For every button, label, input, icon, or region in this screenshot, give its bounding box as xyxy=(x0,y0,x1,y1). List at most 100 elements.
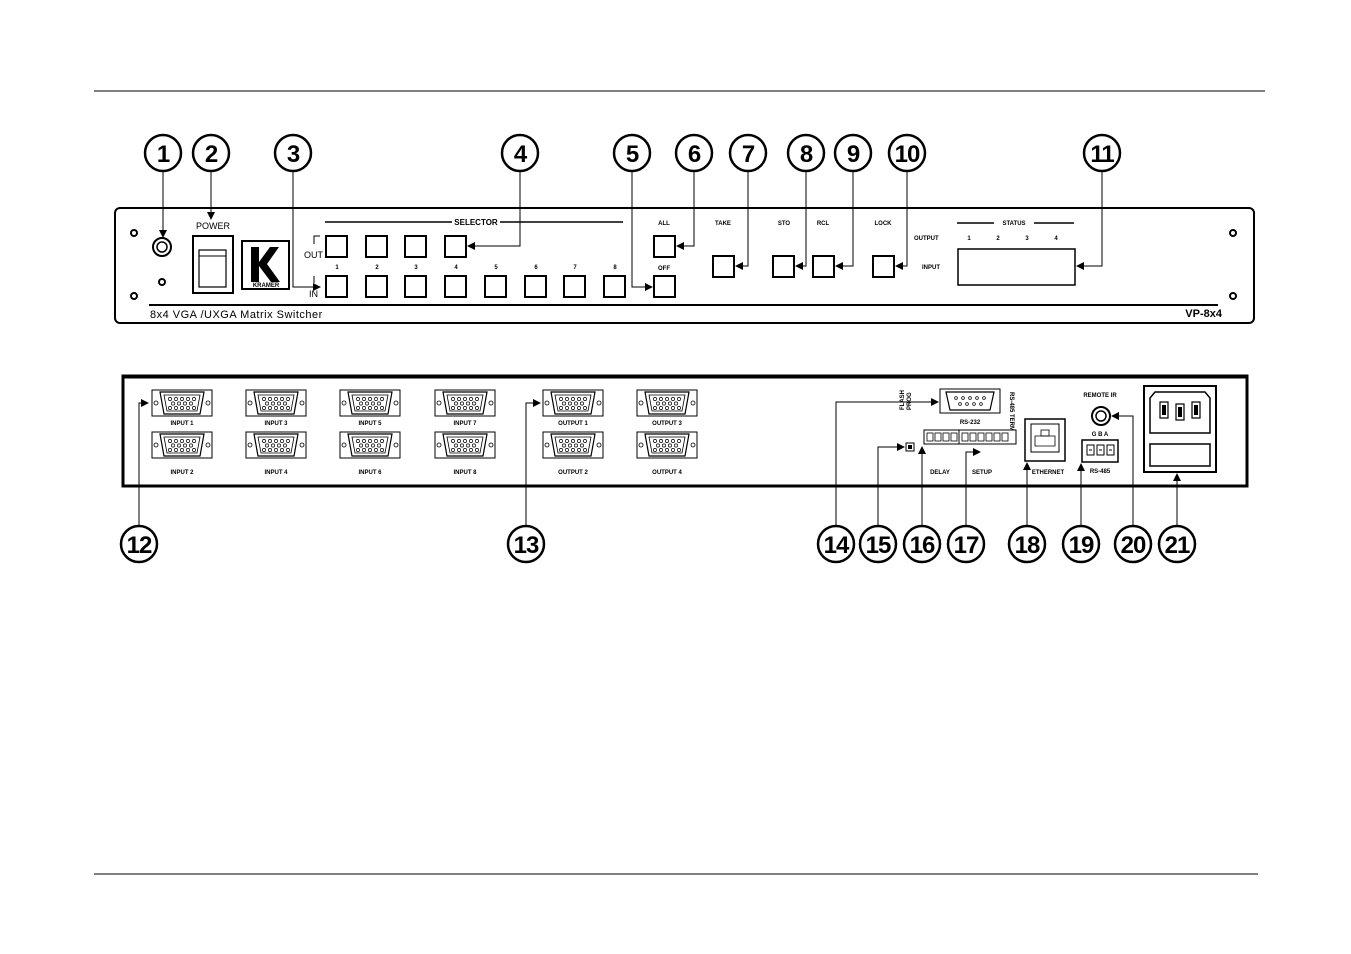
input-label: INPUT 8 xyxy=(453,470,477,476)
callout-20: 20 xyxy=(1113,524,1153,564)
remote-ir-label: REMOTE IR xyxy=(1083,393,1117,399)
rs485-terminal[interactable] xyxy=(1081,439,1119,463)
input-label: INPUT 6 xyxy=(358,470,382,476)
svg-text:KRAMER: KRAMER xyxy=(253,283,280,289)
callout-13: 13 xyxy=(506,524,546,564)
rack-hole xyxy=(130,229,138,237)
svg-text:19: 19 xyxy=(1069,532,1094,559)
callout-9: 9 xyxy=(833,133,873,173)
in-button-6[interactable] xyxy=(524,275,547,298)
rs485-term-label: RS-485 TERM xyxy=(1008,392,1014,431)
callout-10: 10 xyxy=(887,133,927,173)
callout-18: 18 xyxy=(1007,524,1047,564)
callout-3: 3 xyxy=(273,133,313,173)
rear-panel: INPUT 1 INPUT 3 INPUT 5 INPUT 7 INPUT 2 … xyxy=(121,374,1249,488)
all-button[interactable] xyxy=(653,235,676,258)
selector-number: 2 xyxy=(375,265,379,271)
status-number: 3 xyxy=(1025,236,1029,242)
selector-number: 4 xyxy=(454,265,458,271)
rcl-button[interactable] xyxy=(812,255,835,278)
take-label: TAKE xyxy=(715,221,731,227)
status-number: 4 xyxy=(1054,236,1058,242)
svg-text:10: 10 xyxy=(895,141,920,168)
in-button-8[interactable] xyxy=(603,275,626,298)
status-label: STATUS xyxy=(1002,221,1025,227)
svg-text:13: 13 xyxy=(514,532,539,559)
rack-hole xyxy=(1229,229,1237,237)
svg-text:1: 1 xyxy=(157,141,170,168)
selector-number: 3 xyxy=(414,265,418,271)
rs232-connector[interactable] xyxy=(939,388,1001,414)
svg-text:4: 4 xyxy=(514,141,528,168)
out-button-4[interactable] xyxy=(444,235,467,258)
front-panel-description: 8x4 VGA /UXGA Matrix Switcher xyxy=(150,309,323,321)
delay-label: DELAY xyxy=(930,470,950,476)
setup-label: SETUP xyxy=(972,470,992,476)
callout-8: 8 xyxy=(786,133,826,173)
svg-text:9: 9 xyxy=(847,141,860,168)
take-button[interactable] xyxy=(712,255,735,278)
callout-6: 6 xyxy=(674,133,714,173)
rs485-label: RS-485 xyxy=(1090,469,1111,475)
in-button-4[interactable] xyxy=(444,275,467,298)
svg-text:8: 8 xyxy=(800,141,813,168)
status-number: 2 xyxy=(996,236,1000,242)
output-label: OUTPUT 2 xyxy=(558,470,588,476)
out-button-2[interactable] xyxy=(365,235,388,258)
all-label: ALL xyxy=(658,221,670,227)
status-display xyxy=(957,248,1076,286)
sto-button[interactable] xyxy=(772,255,795,278)
off-label: OFF xyxy=(658,266,670,272)
in-button-7[interactable] xyxy=(563,275,586,298)
rack-hole xyxy=(1229,292,1237,300)
input-label: INPUT 2 xyxy=(170,470,194,476)
callout-11: 11 xyxy=(1082,133,1122,173)
input-label: INPUT 5 xyxy=(358,421,382,427)
callout-16: 16 xyxy=(902,524,942,564)
lock-button[interactable] xyxy=(872,255,895,278)
in-button-3[interactable] xyxy=(404,275,427,298)
svg-text:12: 12 xyxy=(127,532,152,559)
callout-12: 12 xyxy=(119,524,159,564)
svg-text:2: 2 xyxy=(205,141,218,168)
output-label: OUTPUT xyxy=(914,236,939,242)
sto-label: STO xyxy=(778,221,791,227)
out-label: OUT xyxy=(304,250,324,260)
callout-21: 21 xyxy=(1157,524,1197,564)
svg-text:5: 5 xyxy=(626,141,639,168)
dip-switches[interactable] xyxy=(923,429,1017,445)
callout-14: 14 xyxy=(816,524,856,564)
off-button[interactable] xyxy=(653,275,676,298)
svg-text:3: 3 xyxy=(287,141,300,168)
svg-text:18: 18 xyxy=(1015,532,1040,559)
out-button-3[interactable] xyxy=(404,235,427,258)
prog-label: PROG xyxy=(907,392,913,410)
selector-number: 8 xyxy=(613,265,617,271)
callout-19: 19 xyxy=(1061,524,1101,564)
ethernet-port[interactable] xyxy=(1024,418,1066,462)
ethernet-label: ETHERNET xyxy=(1032,470,1065,476)
power-socket[interactable] xyxy=(1143,385,1217,473)
out-button-1[interactable] xyxy=(325,235,348,258)
svg-text:11: 11 xyxy=(1090,141,1114,168)
input-label: INPUT 1 xyxy=(170,421,194,427)
front-callouts: 1 2 3 4 5 6 7 8 9 10 11 xyxy=(143,133,1122,291)
output-label: OUTPUT 1 xyxy=(558,421,588,427)
svg-text:16: 16 xyxy=(910,532,935,559)
svg-text:21: 21 xyxy=(1165,532,1190,559)
rs232-label: RS-232 xyxy=(960,420,981,426)
rack-hole xyxy=(130,292,138,300)
input-label: INPUT xyxy=(922,265,940,271)
callout-7: 7 xyxy=(728,133,768,173)
ir-led xyxy=(158,278,166,286)
in-button-2[interactable] xyxy=(365,275,388,298)
callout-4: 4 xyxy=(500,133,540,173)
callout-5: 5 xyxy=(612,133,652,173)
input-label: INPUT 4 xyxy=(264,470,288,476)
rear-callouts: 12 13 14 15 16 17 18 19 20 21 xyxy=(119,398,1197,564)
svg-text:7: 7 xyxy=(742,141,755,168)
in-button-1[interactable] xyxy=(325,275,348,298)
svg-text:6: 6 xyxy=(688,141,701,168)
remote-ir-jack[interactable] xyxy=(1091,406,1111,426)
in-button-5[interactable] xyxy=(484,275,507,298)
